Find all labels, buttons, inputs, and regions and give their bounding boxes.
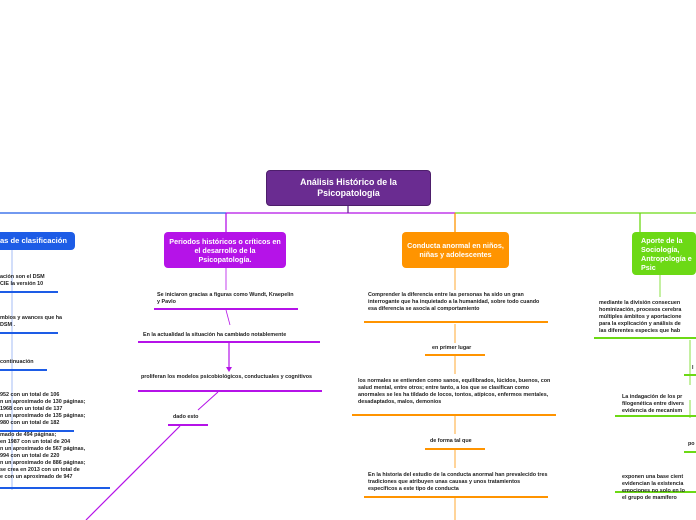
conducta-item[interactable]: Comprender la diferencia entre las perso… <box>368 292 540 313</box>
branch-periodos-node[interactable]: Periodos históricos o críticos en el des… <box>164 232 286 268</box>
aporte-item[interactable]: La indagación de los pr filogenética ent… <box>622 394 685 415</box>
conducta-item[interactable]: los normales se entienden como sanos, eq… <box>358 378 551 406</box>
branch-aporte-node[interactable]: Aporte de la Sociología, Antropología e … <box>632 232 696 275</box>
branch-clasificacion-node[interactable]: as de clasificación <box>0 232 75 250</box>
clasificacion-item[interactable]: continuación <box>0 359 34 365</box>
branch-conducta-label: Conducta anormal en niños, niñas y adole… <box>407 241 504 259</box>
root-topic-label: Análisis Histórico de la Psicopatología <box>300 177 397 198</box>
clasificacion-item[interactable]: 952 con un total de 106 n un aproximado … <box>0 392 86 427</box>
clasificacion-item[interactable]: mbios y avances que ha DSM . <box>0 315 63 329</box>
branch-conducta-node[interactable]: Conducta anormal en niños, niñas y adole… <box>402 232 509 268</box>
periodos-item[interactable]: proliferan los modelos psicobiológicos, … <box>141 374 313 380</box>
branch-aporte-label: Aporte de la Sociología, Antropología e … <box>641 235 692 272</box>
periodos-item[interactable]: dado esto <box>173 414 199 420</box>
periodos-item[interactable]: Se iniciaron gracias a figuras como Wund… <box>157 292 294 306</box>
conducta-item[interactable]: de forma tal que <box>430 438 472 444</box>
aporte-item[interactable]: po <box>688 441 695 447</box>
branch-periodos-label: Periodos históricos o críticos en el des… <box>169 236 281 264</box>
aporte-item[interactable]: exponen una base cient evidencian la exi… <box>622 474 685 502</box>
clasificacion-item[interactable]: mado de 494 páginas; en 1987 con un tota… <box>0 432 86 481</box>
aporte-item[interactable]: l <box>692 365 694 371</box>
root-topic-node[interactable]: Análisis Histórico de la Psicopatología <box>266 170 431 206</box>
conducta-item[interactable]: En la historia del estudio de la conduct… <box>368 472 548 493</box>
clasificacion-item[interactable]: ación son el DSM CIE la versión 10 <box>0 274 45 288</box>
periodos-item[interactable]: En la actualidad la situación ha cambiad… <box>143 332 287 338</box>
conducta-item[interactable]: en primer lugar <box>432 345 472 351</box>
aporte-item[interactable]: mediante la división consecuen hominizac… <box>599 300 682 335</box>
branch-clasificacion-label: as de clasificación <box>0 236 68 246</box>
